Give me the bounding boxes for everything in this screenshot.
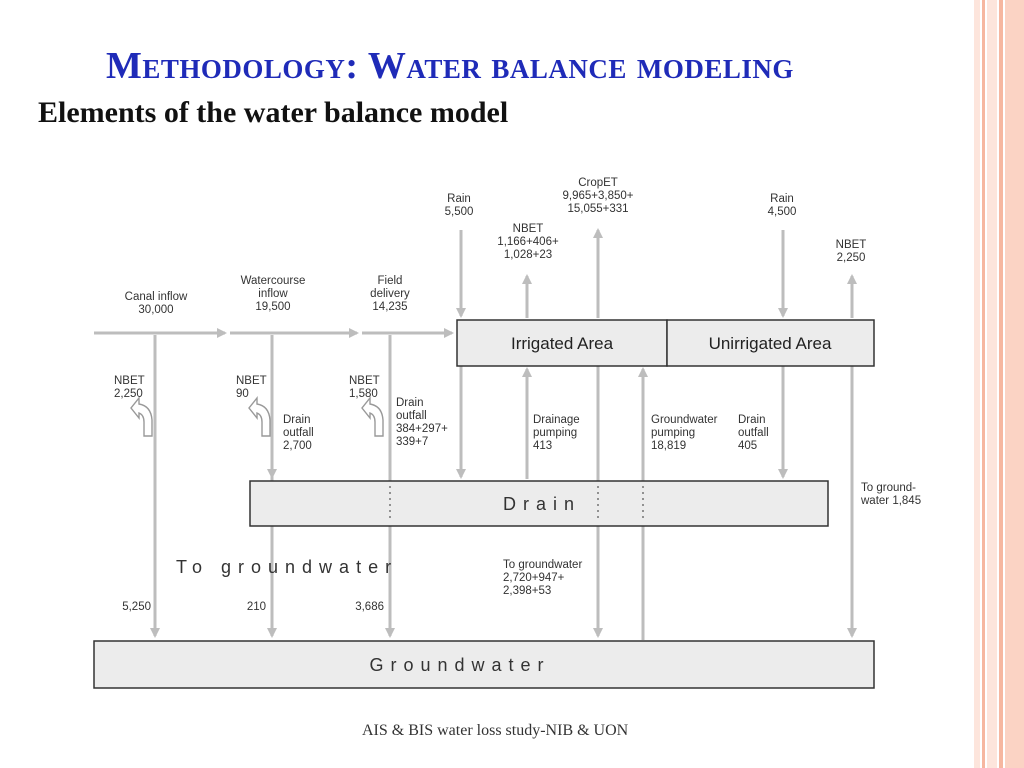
groundwater-label: Groundwater: [369, 655, 550, 675]
stripe: [1005, 0, 1024, 768]
label-line: 405: [738, 440, 757, 452]
slide-title: Methodology: Water balance modeling: [106, 45, 794, 87]
label-line: 4,500: [768, 206, 797, 218]
groundwater-box: [93, 640, 875, 689]
seepage-canal-label: 5,250: [122, 601, 151, 613]
nbet-curved-arrows: [130, 396, 384, 437]
to-groundwater-band-label: To groundwater: [176, 557, 398, 577]
label-line: Watercourse: [241, 275, 306, 287]
label-line: 2,250: [114, 388, 143, 400]
label-line: 1,166+406+: [497, 236, 559, 248]
label-line: 2,700: [283, 440, 312, 452]
seepage-field-label: 3,686: [355, 601, 384, 613]
label-line: 2,720+947+: [503, 572, 565, 584]
label-line: 2,250: [837, 252, 866, 264]
label-line: Field: [378, 275, 403, 287]
label-line: outfall: [396, 410, 427, 422]
label-line: 210: [247, 601, 266, 613]
label-line: water 1,845: [860, 495, 921, 507]
stripe: [987, 0, 997, 768]
label-line: 2,398+53: [503, 585, 551, 597]
label-line: NBET: [236, 375, 267, 387]
label-line: pumping: [651, 427, 695, 439]
label-line: CropET: [578, 177, 618, 189]
label-line: 19,500: [255, 301, 290, 313]
label-line: NBET: [114, 375, 145, 387]
unirrigated-area-box: [666, 319, 875, 367]
label-line: Drain: [283, 414, 310, 426]
label-line: outfall: [738, 427, 769, 439]
stripe: [999, 0, 1003, 768]
label-line: 1,028+23: [504, 249, 552, 261]
label-line: To groundwater: [503, 559, 582, 571]
label-line: 14,235: [372, 301, 407, 313]
label-line: Drainage: [533, 414, 580, 426]
label-line: outfall: [283, 427, 314, 439]
seepage-watercourse-label: 210: [247, 601, 266, 613]
nbet-field-curved-arrow: [361, 396, 384, 437]
label-line: 18,819: [651, 440, 686, 452]
label-line: 384+297+: [396, 423, 448, 435]
label-line: 1,580: [349, 388, 378, 400]
stripe: [974, 0, 980, 768]
label-line: 15,055+331: [567, 203, 628, 215]
label-line: NBET: [513, 223, 544, 235]
label-line: 413: [533, 440, 552, 452]
slide-footer: AIS & BIS water loss study-NIB & UON: [362, 722, 629, 739]
label-line: 5,250: [122, 601, 151, 613]
nbet-watercourse-curved-arrow: [248, 396, 271, 437]
label-line: NBET: [349, 375, 380, 387]
label-line: 90: [236, 388, 249, 400]
label-line: Rain: [447, 193, 471, 205]
label-line: NBET: [836, 239, 867, 251]
to-groundwater-unirrigated-label: To ground-water 1,845: [860, 482, 921, 507]
label-line: Groundwater: [651, 414, 718, 426]
label-line: Rain: [770, 193, 794, 205]
decorative-stripes: [974, 0, 1024, 768]
irrigated-area-label: Irrigated Area: [511, 334, 614, 353]
label-line: pumping: [533, 427, 577, 439]
label-line: Canal inflow: [125, 291, 188, 303]
label-line: 5,500: [445, 206, 474, 218]
drain-label: Drain: [503, 494, 581, 514]
label-line: delivery: [370, 288, 410, 300]
nbet-canal-curved-arrow: [130, 396, 153, 437]
label-line: 30,000: [138, 304, 173, 316]
label-line: Drain: [738, 414, 765, 426]
unirrigated-area-label: Unirrigated Area: [709, 334, 832, 353]
label-line: To ground-: [861, 482, 916, 494]
diagram-boxes: [93, 319, 875, 689]
label-line: 9,965+3,850+: [563, 190, 634, 202]
label-line: inflow: [258, 288, 288, 300]
drain-box: [249, 480, 829, 527]
label-line: Drain: [396, 397, 423, 409]
stripe: [982, 0, 985, 768]
label-line: 339+7: [396, 436, 428, 448]
label-line: 3,686: [355, 601, 384, 613]
slide-subtitle: Elements of the water balance model: [38, 96, 509, 129]
